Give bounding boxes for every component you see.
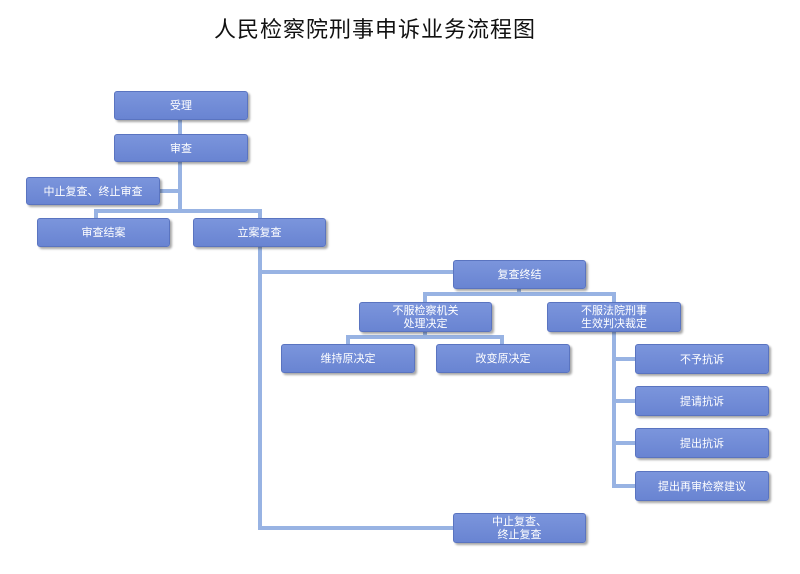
node-not-accept-procuratorate: 不服检察机关 处理决定 [359,302,492,332]
node-maintain: 维持原决定 [281,344,415,373]
node-suspend-reexam: 中止复查、 终止复查 [453,513,586,543]
node-suspend-review: 中止复查、终止审查 [26,177,160,205]
node-reexam-conclude: 复查终结 [453,260,586,289]
node-accept: 受理 [114,91,248,120]
node-retrial-suggestion: 提出再审检察建议 [635,471,769,501]
node-not-accept-court: 不服法院刑事 生效判决裁定 [547,302,681,332]
node-file-protest: 提出抗诉 [635,428,769,458]
node-review-conclude: 审查结案 [37,218,170,247]
node-no-protest: 不予抗诉 [635,344,769,374]
node-file-reexam: 立案复查 [193,218,326,247]
node-change: 改变原决定 [436,344,570,373]
node-review: 审查 [114,134,248,162]
node-request-protest: 提请抗诉 [635,386,769,416]
page-title: 人民检察院刑事申诉业务流程图 [213,18,536,43]
